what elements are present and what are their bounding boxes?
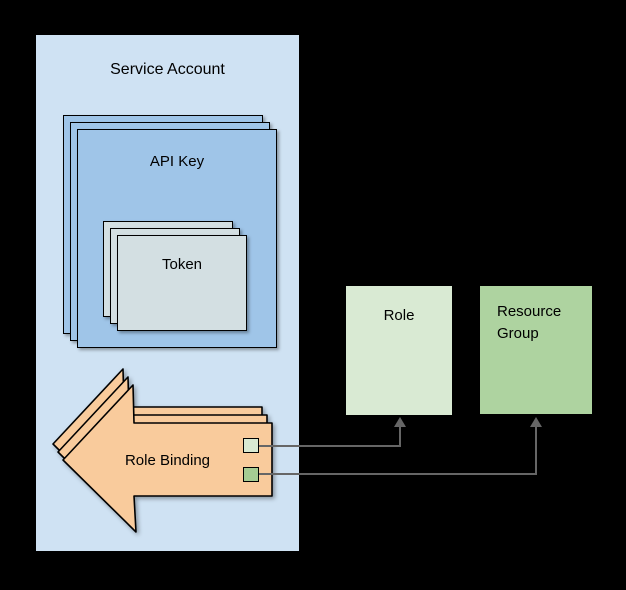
connector-vertical-segment — [399, 426, 401, 447]
resource-group-box: Resource Group — [479, 285, 593, 415]
arrowhead-up-icon — [530, 417, 542, 427]
role-box: Role — [345, 285, 453, 416]
role-binding-arrow-shape — [62, 384, 273, 533]
role-ref-square — [243, 438, 259, 453]
resource-group-label: Resource Group — [497, 303, 562, 342]
connector-horizontal-segment — [259, 473, 537, 475]
api-key-label: API Key — [149, 153, 205, 170]
resource-group-ref-square — [243, 467, 259, 482]
token-box — [117, 235, 247, 331]
role-binding-arrow-icon — [52, 368, 273, 533]
service-account-label: Service Account — [110, 61, 225, 78]
token-label: Token — [161, 256, 203, 273]
connector-horizontal-segment — [259, 445, 401, 447]
connector-vertical-segment — [535, 426, 537, 475]
role-label: Role — [383, 307, 415, 324]
role-binding-label: Role Binding — [124, 452, 211, 469]
arrowhead-up-icon — [394, 417, 406, 427]
